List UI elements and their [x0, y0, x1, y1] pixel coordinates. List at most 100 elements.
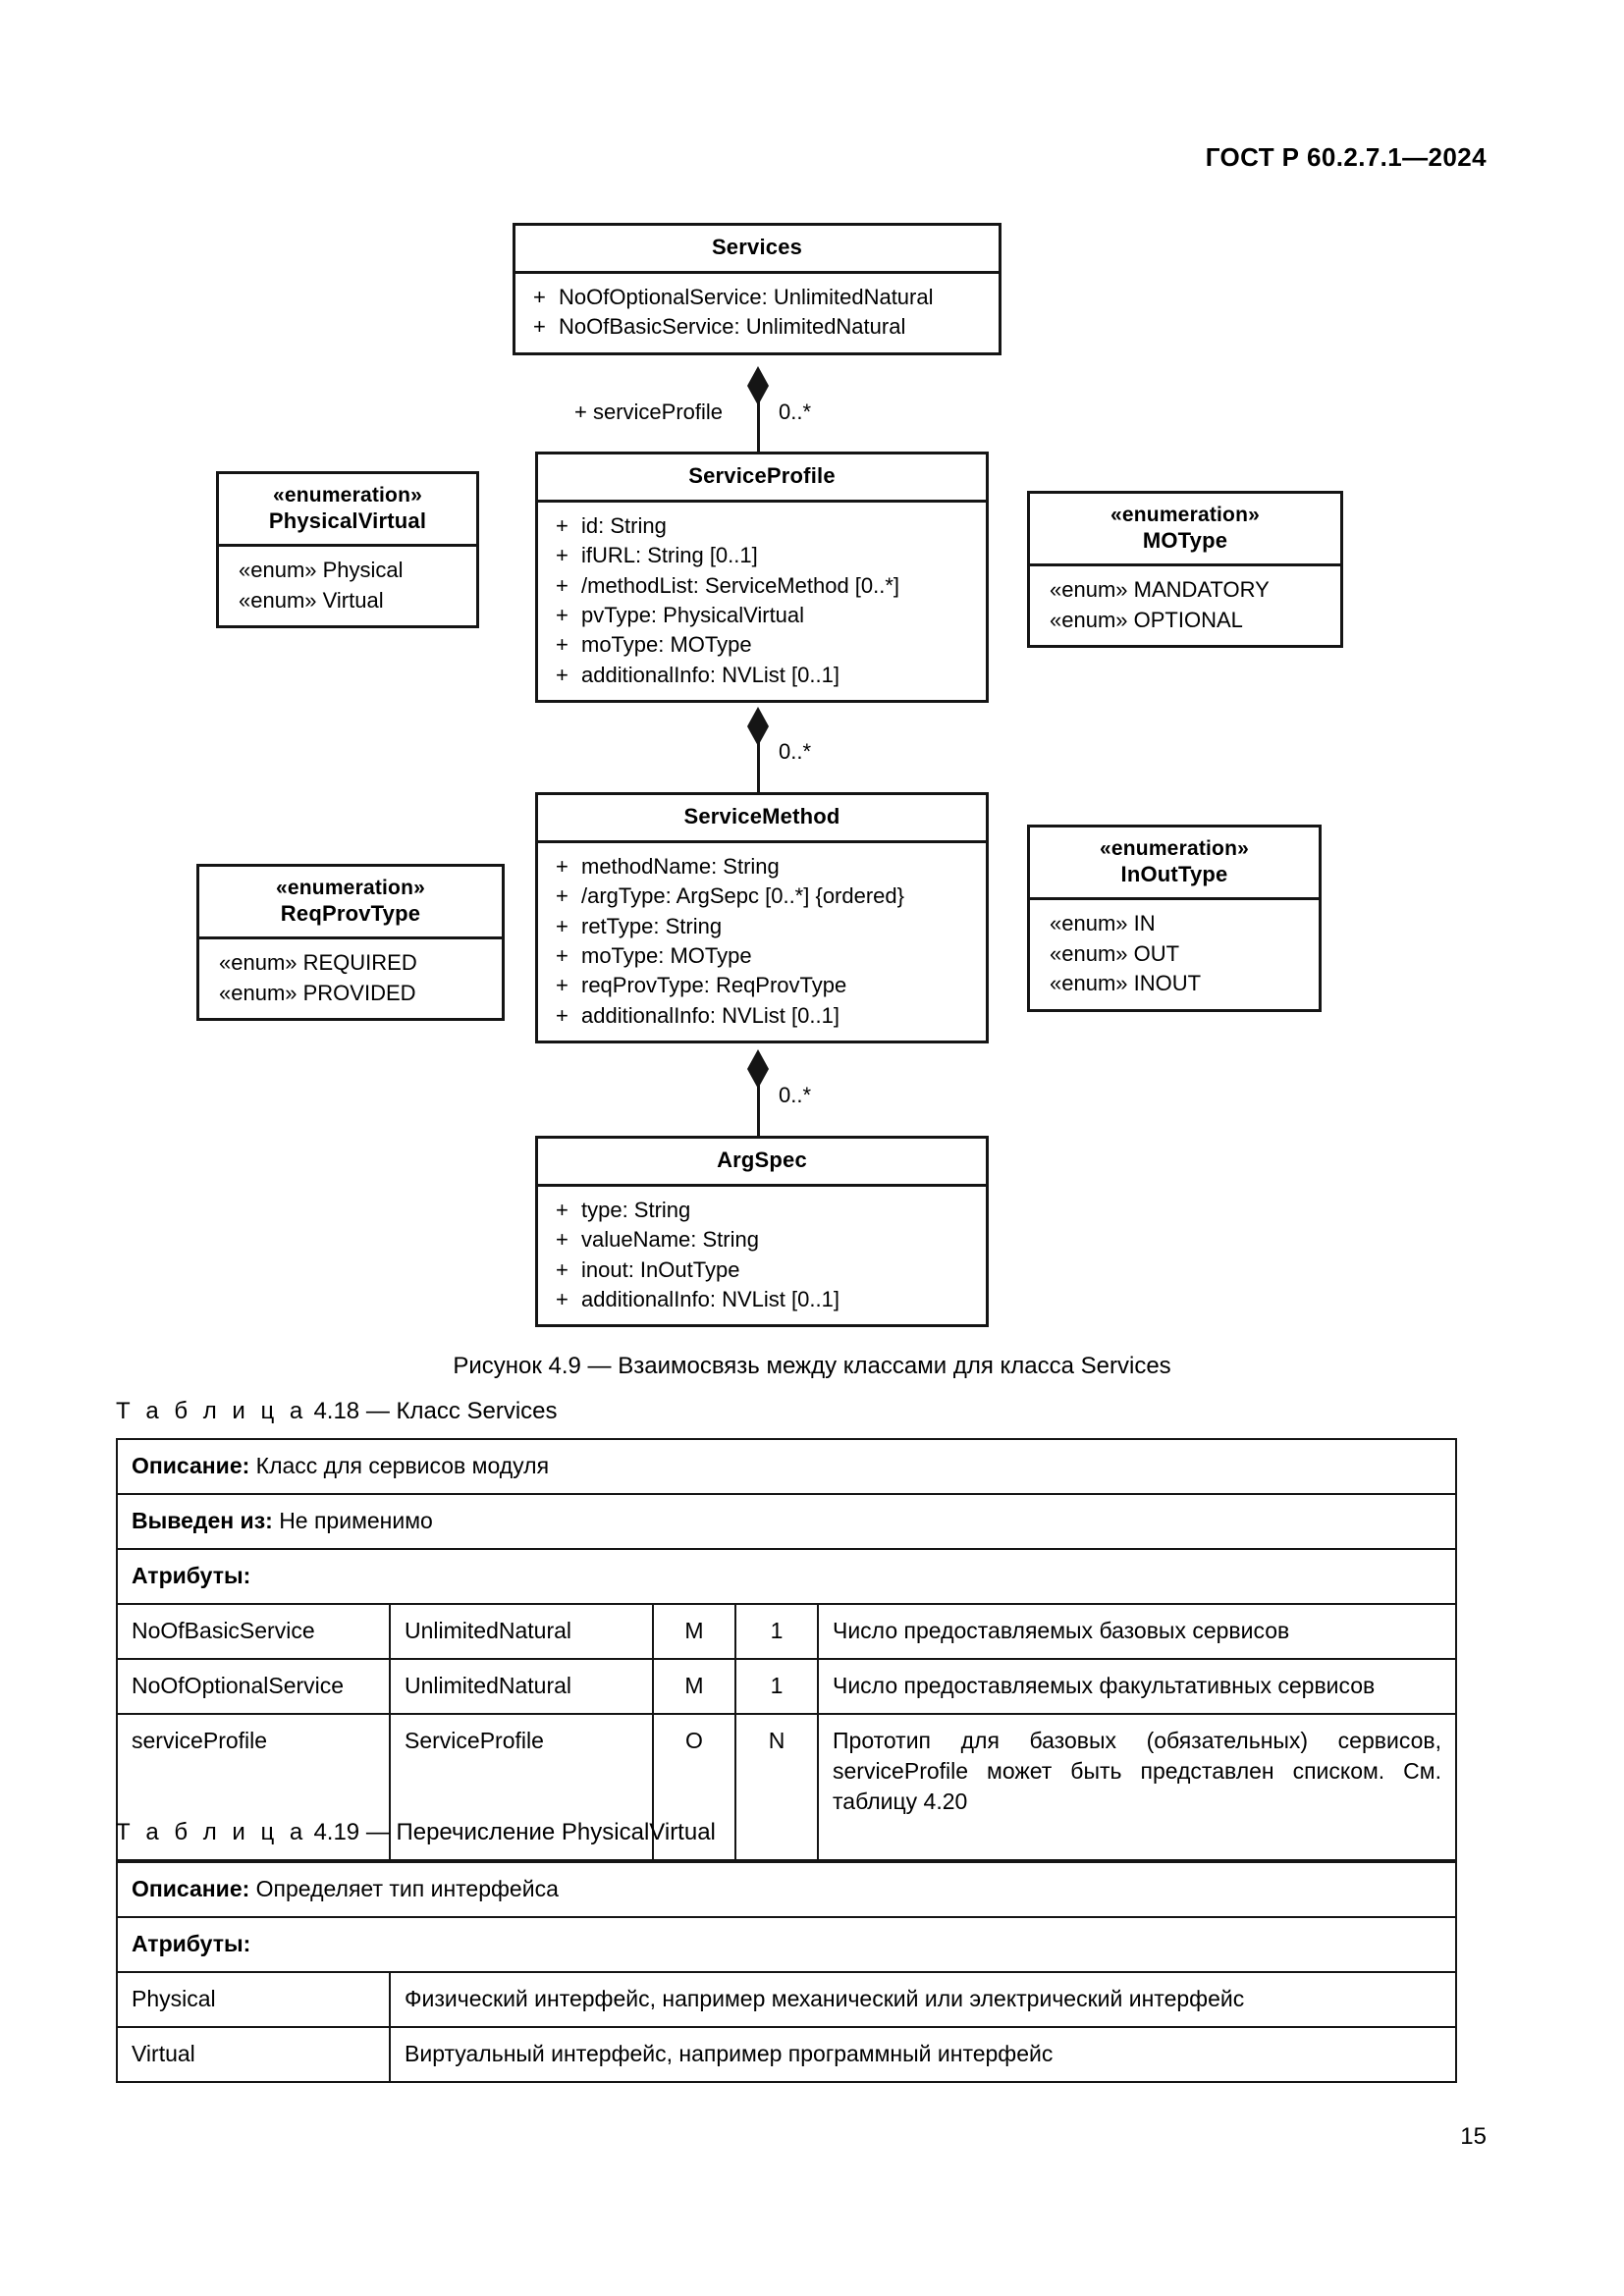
- uml-attribute: +NoOfBasicService: UnlimitedNatural: [533, 314, 906, 340]
- table-cell-description: Описание: Класс для сервисов модуля: [116, 1437, 1457, 1496]
- multiplicity-serviceprofile-servicemethod: 0..*: [779, 739, 812, 764]
- uml-stereotype: «enumeration»: [1110, 504, 1260, 526]
- uml-class-services-attributes: +NoOfOptionalService: UnlimitedNatural +…: [515, 274, 999, 352]
- page-header-standard-id: ГОСТ Р 60.2.7.1—2024: [1205, 142, 1487, 172]
- attributes-label: Атрибуты:: [132, 1931, 251, 1957]
- uml-enum-literal: «enum» OUT: [1050, 940, 1180, 966]
- uml-enumeration-inouttype-literals: «enum» IN «enum» OUT «enum» INOUT: [1030, 900, 1319, 1008]
- association-role-serviceprofile: + serviceProfile: [574, 400, 724, 424]
- description-label: Описание:: [132, 1876, 250, 1901]
- attributes-label: Атрибуты:: [132, 1563, 251, 1589]
- uml-class-servicemethod: ServiceMethod +methodName: String +/argT…: [535, 792, 989, 1043]
- uml-enumeration-physicalvirtual-title: «enumeration» PhysicalVirtual: [219, 474, 476, 544]
- table-cell-attributes-header: Атрибуты:: [116, 1548, 1457, 1606]
- uml-enumeration-physicalvirtual-literals: «enum» Physical «enum» Virtual: [219, 547, 476, 625]
- derived-label: Выведен из:: [132, 1508, 273, 1534]
- table-cell-derived-from: Выведен из: Не применимо: [116, 1493, 1457, 1551]
- attribute-type: ServiceProfile: [389, 1713, 654, 1862]
- attribute-description: Число предоставляемых базовых сервисов: [817, 1603, 1457, 1661]
- uml-attribute: +ifURL: String [0..1]: [556, 543, 758, 568]
- attribute-name: NoOfBasicService: [116, 1603, 391, 1661]
- uml-enum-literal: «enum» PROVIDED: [219, 980, 416, 1005]
- uml-attribute: +/methodList: ServiceMethod [0..*]: [556, 572, 900, 598]
- uml-attribute: +inout: InOutType: [556, 1256, 740, 1282]
- uml-class-services-title: Services: [711, 235, 803, 259]
- uml-enum-literal: «enum» MANDATORY: [1050, 577, 1270, 603]
- uml-enumeration-reqprovtype-title: «enumeration» ReqProvType: [199, 867, 502, 936]
- uml-attribute: +methodName: String: [556, 853, 780, 879]
- multiplicity-servicemethod-argspec: 0..*: [779, 1083, 812, 1107]
- table-cell-description: Описание: Определяет тип интерфейса: [116, 1860, 1457, 1919]
- uml-enumeration-reqprovtype: «enumeration» ReqProvType «enum» REQUIRE…: [196, 864, 505, 1022]
- attribute-name: serviceProfile: [116, 1713, 391, 1862]
- attribute-type: UnlimitedNatural: [389, 1603, 654, 1661]
- uml-class-servicemethod-attributes: +methodName: String +/argType: ArgSepc […: [538, 843, 986, 1041]
- connector-serviceprofile-servicemethod: [757, 726, 760, 792]
- uml-enumeration-motype-literals: «enum» MANDATORY «enum» OPTIONAL: [1030, 566, 1340, 645]
- uml-attribute: +type: String: [556, 1197, 691, 1222]
- attribute-mo: M: [652, 1658, 736, 1716]
- uml-enum-literal: «enum» Virtual: [239, 587, 384, 613]
- table-caption-word: Т а б л и ц а: [116, 1398, 307, 1424]
- attribute-description: Число предоставляемых факультативных сер…: [817, 1658, 1457, 1716]
- uml-enumeration-inouttype-title: «enumeration» InOutType: [1030, 828, 1319, 897]
- table-row: Атрибуты:: [116, 1916, 1457, 1974]
- uml-attribute: +reqProvType: ReqProvType: [556, 973, 847, 998]
- uml-attribute: +valueName: String: [556, 1227, 759, 1253]
- table-cell-attributes-header: Атрибуты:: [116, 1916, 1457, 1974]
- uml-class-argspec-title: ArgSpec: [717, 1148, 807, 1172]
- description-value: Определяет тип интерфейса: [255, 1876, 559, 1901]
- attribute-cardinality: 1: [734, 1658, 819, 1716]
- figure-caption: Рисунок 4.9 — Взаимосвязь между классами…: [453, 1353, 1171, 1379]
- literal-description: Физический интерфейс, например механичес…: [389, 1971, 1457, 2029]
- table-row: Physical Физический интерфейс, например …: [116, 1971, 1457, 2029]
- uml-enumeration-reqprovtype-literals: «enum» REQUIRED «enum» PROVIDED: [199, 939, 502, 1018]
- table-419-enumeration-physicalvirtual: Описание: Определяет тип интерфейса Атри…: [116, 1860, 1457, 2084]
- description-label: Описание:: [132, 1453, 250, 1478]
- table-row: Выведен из: Не применимо: [116, 1493, 1457, 1551]
- literal-description: Виртуальный интерфейс, например программ…: [389, 2026, 1457, 2084]
- derived-value: Не применимо: [279, 1508, 433, 1534]
- table-row: Описание: Определяет тип интерфейса: [116, 1860, 1457, 1919]
- uml-enum-literal: «enum» OPTIONAL: [1050, 607, 1243, 632]
- attribute-cardinality: N: [734, 1713, 819, 1862]
- uml-class-argspec-attributes: +type: String +valueName: String +inout:…: [538, 1187, 986, 1324]
- uml-enumeration-inouttype: «enumeration» InOutType «enum» IN «enum»…: [1027, 825, 1322, 1012]
- attribute-mo: O: [652, 1713, 736, 1862]
- uml-class-argspec: ArgSpec +type: String +valueName: String…: [535, 1136, 989, 1328]
- uml-enum-literal: «enum» Physical: [239, 558, 404, 583]
- uml-class-diagram: Services +NoOfOptionalService: Unlimited…: [0, 211, 1624, 1328]
- literal-name: Virtual: [116, 2026, 391, 2084]
- uml-attribute: +additionalInfo: NVList [0..1]: [556, 1286, 839, 1311]
- uml-stereotype: «enumeration»: [276, 877, 425, 899]
- uml-enumeration-motype-title: «enumeration» MOType: [1030, 494, 1340, 563]
- uml-enumeration-motype: «enumeration» MOType «enum» MANDATORY «e…: [1027, 491, 1343, 649]
- attribute-name: NoOfOptionalService: [116, 1658, 391, 1716]
- table-caption-rest: 4.19 — Перечисление PhysicalVirtual: [313, 1819, 716, 1845]
- uml-enumeration-name: PhysicalVirtual: [268, 507, 427, 533]
- multiplicity-services-serviceprofile: 0..*: [779, 400, 812, 424]
- uml-enum-literal: «enum» REQUIRED: [219, 950, 417, 976]
- uml-class-services: Services +NoOfOptionalService: Unlimited…: [513, 223, 1001, 355]
- uml-stereotype: «enumeration»: [273, 484, 422, 507]
- uml-attribute: +moType: MOType: [556, 632, 752, 658]
- page-number: 15: [1460, 2123, 1487, 2150]
- uml-attribute: +/argType: ArgSepc [0..*] {ordered}: [556, 883, 904, 909]
- uml-stereotype: «enumeration»: [1100, 837, 1249, 860]
- attribute-type: UnlimitedNatural: [389, 1658, 654, 1716]
- uml-attribute: +moType: MOType: [556, 942, 752, 968]
- table-row: serviceProfile ServiceProfile O N Протот…: [116, 1713, 1457, 1862]
- connector-servicemethod-argspec: [757, 1069, 760, 1136]
- table-419-caption: Т а б л и ц а 4.19 — Перечисление Physic…: [116, 1819, 716, 1846]
- uml-enumeration-name: InOutType: [1120, 861, 1228, 886]
- uml-enumeration-physicalvirtual: «enumeration» PhysicalVirtual «enum» Phy…: [216, 471, 479, 629]
- table-caption-rest: 4.18 — Класс Services: [313, 1398, 558, 1424]
- composition-diamond-services: [747, 366, 769, 405]
- table-row: Атрибуты:: [116, 1548, 1457, 1606]
- uml-enum-literal: «enum» INOUT: [1050, 971, 1202, 996]
- table-row: Virtual Виртуальный интерфейс, например …: [116, 2026, 1457, 2084]
- table-row: NoOfOptionalService UnlimitedNatural M 1…: [116, 1658, 1457, 1716]
- connector-services-serviceprofile: [757, 386, 760, 452]
- uml-attribute: +additionalInfo: NVList [0..1]: [556, 662, 839, 687]
- composition-diamond-servicemethod: [747, 1049, 769, 1089]
